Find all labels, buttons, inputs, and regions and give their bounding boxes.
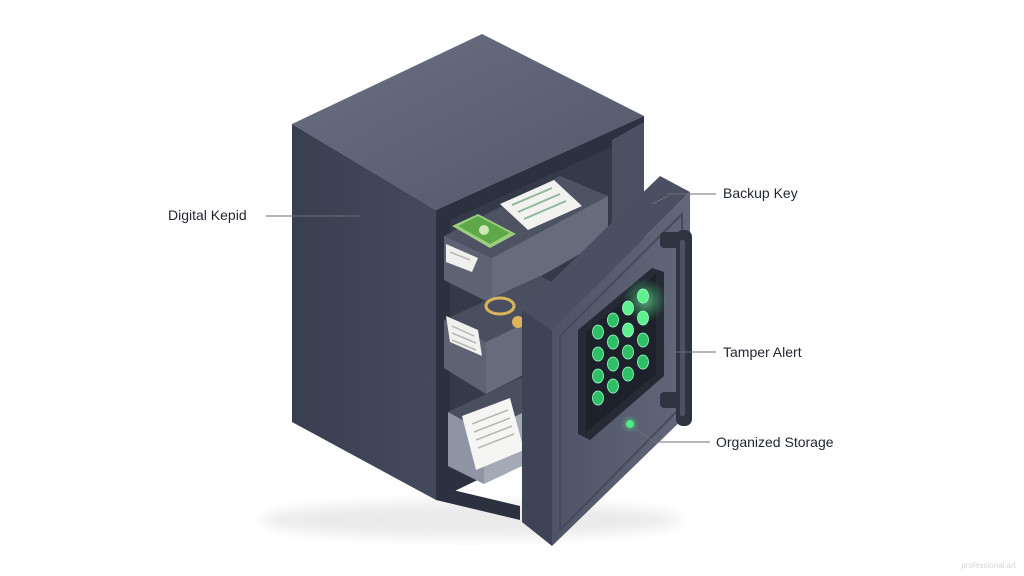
keypad-key[interactable]	[622, 366, 634, 382]
callout-line-backup-key	[651, 195, 669, 205]
digital-keypad[interactable]	[578, 268, 667, 440]
label-digital-keypad: Digital Kepid	[168, 207, 247, 223]
keypad-key[interactable]	[622, 322, 634, 338]
safe-base	[436, 486, 520, 520]
keypad-key[interactable]	[637, 288, 649, 304]
keypad-key[interactable]	[637, 310, 649, 326]
keypad-key[interactable]	[592, 324, 604, 340]
callout-line-organized-storage	[633, 427, 655, 443]
document-icon	[446, 244, 478, 272]
keypad-key[interactable]	[637, 332, 649, 348]
keypad-key[interactable]	[622, 344, 634, 360]
keypad-key[interactable]	[592, 346, 604, 362]
label-backup-key: Backup Key	[723, 185, 798, 201]
keypad-key[interactable]	[607, 334, 619, 350]
safe-top-face	[292, 34, 644, 210]
cash-icon	[452, 214, 516, 248]
keypad-key[interactable]	[622, 300, 634, 316]
door-handle[interactable]	[660, 230, 692, 426]
keypad-key[interactable]	[607, 378, 619, 394]
top-tray	[444, 176, 608, 304]
keypad-keys	[592, 288, 649, 406]
keypad-key[interactable]	[607, 312, 619, 328]
safe-left-face	[292, 124, 436, 500]
document-icon	[446, 316, 482, 356]
document-icon	[462, 398, 524, 470]
ring-icon	[484, 296, 516, 316]
keypad-key[interactable]	[637, 354, 649, 370]
label-organized-storage: Organized Storage	[716, 434, 834, 450]
keypad-key[interactable]	[592, 390, 604, 406]
label-tamper-alert: Tamper Alert	[723, 344, 802, 360]
keypad-key[interactable]	[592, 368, 604, 384]
keypad-key[interactable]	[607, 356, 619, 372]
document-icon	[500, 180, 582, 230]
watermark: professional.art	[961, 561, 1016, 570]
